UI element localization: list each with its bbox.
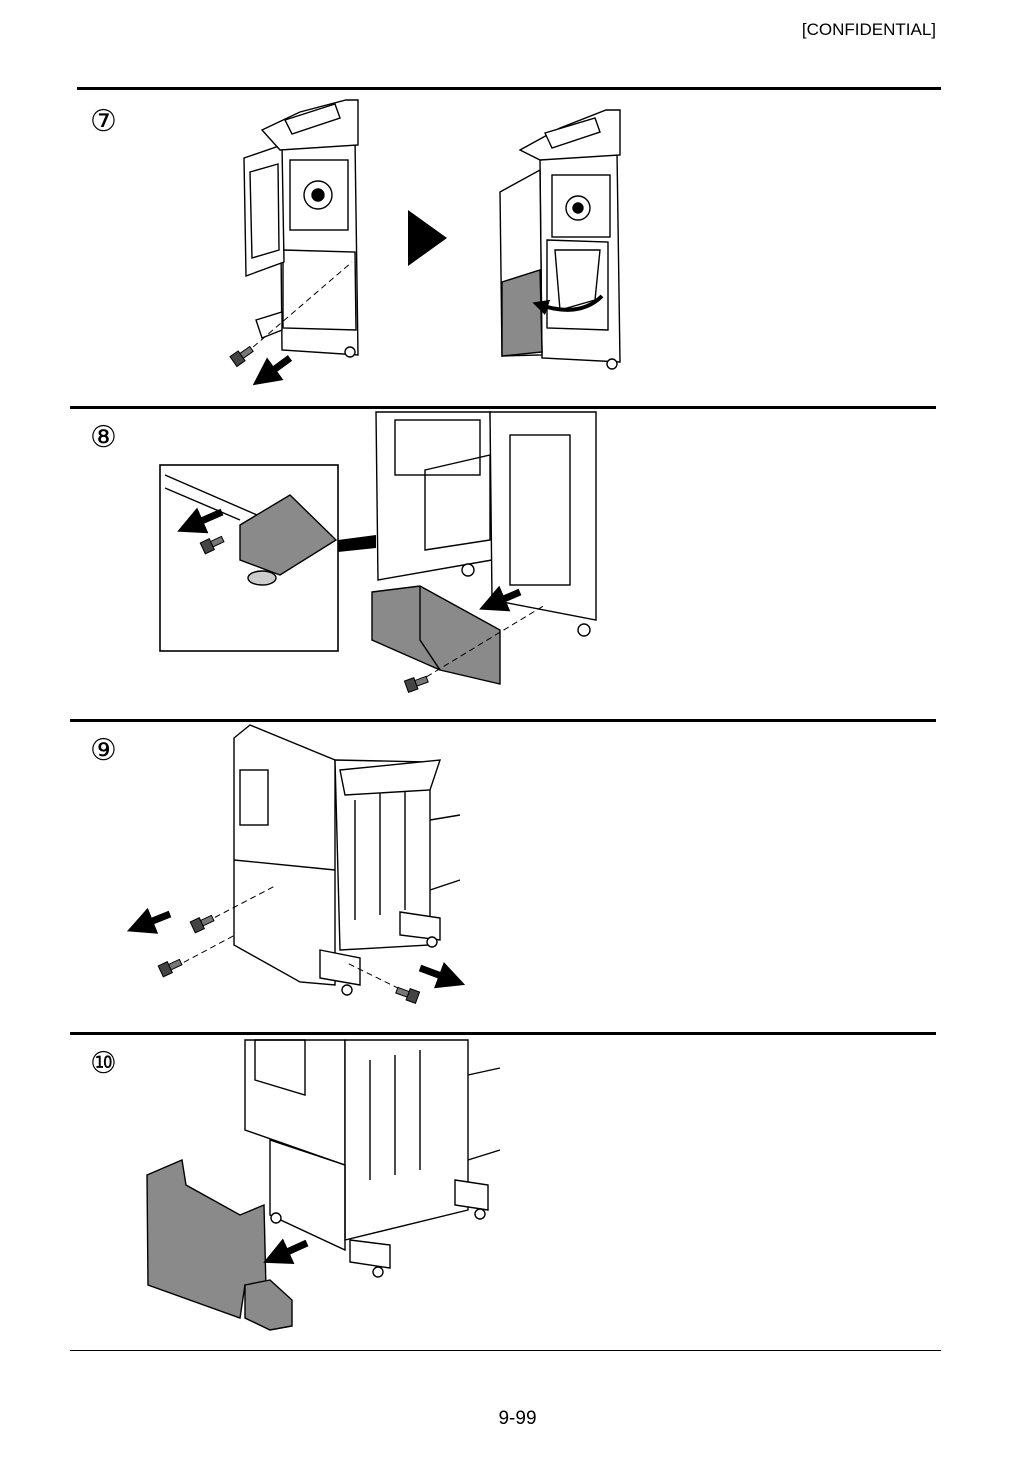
step8-inset-screw	[199, 535, 225, 555]
step8-base-cover	[371, 585, 501, 685]
step9-arrow-left	[127, 907, 172, 934]
footer-rule	[70, 1350, 941, 1351]
step9-finisher	[233, 724, 461, 996]
step8-dashed-guide	[417, 604, 546, 683]
step8-finisher-base	[375, 411, 597, 637]
section-rule-7	[77, 87, 941, 90]
step10-arrow-out	[263, 1238, 309, 1264]
step8-arrow-cover	[479, 585, 522, 612]
step-number-8: ⑧	[90, 420, 117, 455]
step8-screw	[403, 675, 429, 694]
step-number-9: ⑨	[90, 733, 117, 768]
page-number: 9-99	[498, 1408, 537, 1429]
step-number-10: ⑩	[90, 1046, 117, 1081]
step9-dashed-guide-2	[174, 934, 236, 968]
step9-arrow-right	[418, 961, 466, 989]
section-rule-10	[70, 1032, 936, 1035]
step10-rear-cover	[146, 1159, 293, 1331]
confidential-label: [CONFIDENTIAL]	[801, 20, 936, 39]
step9-screw-3	[395, 986, 421, 1005]
step8-inset-arrow	[177, 507, 224, 534]
step7-arrow-out	[252, 355, 293, 386]
step7-screw	[229, 345, 254, 368]
next-step-triangle-icon	[408, 210, 447, 266]
step-number-7: ⑦	[90, 104, 117, 139]
step10-finisher	[244, 1039, 501, 1278]
step7-rotate-arrow	[532, 294, 604, 316]
step8-inset-pointer	[338, 535, 376, 552]
step7-finisher-cover-open	[499, 109, 621, 370]
section-rule-9	[70, 719, 936, 722]
step7-finisher-door-open	[237, 99, 359, 361]
step8-inset-caster	[164, 474, 338, 586]
step9-dashed-guide-1	[205, 885, 276, 923]
step9-screw-2	[157, 958, 183, 978]
section-rule-8	[70, 406, 936, 409]
step9-screw-1	[189, 914, 215, 934]
